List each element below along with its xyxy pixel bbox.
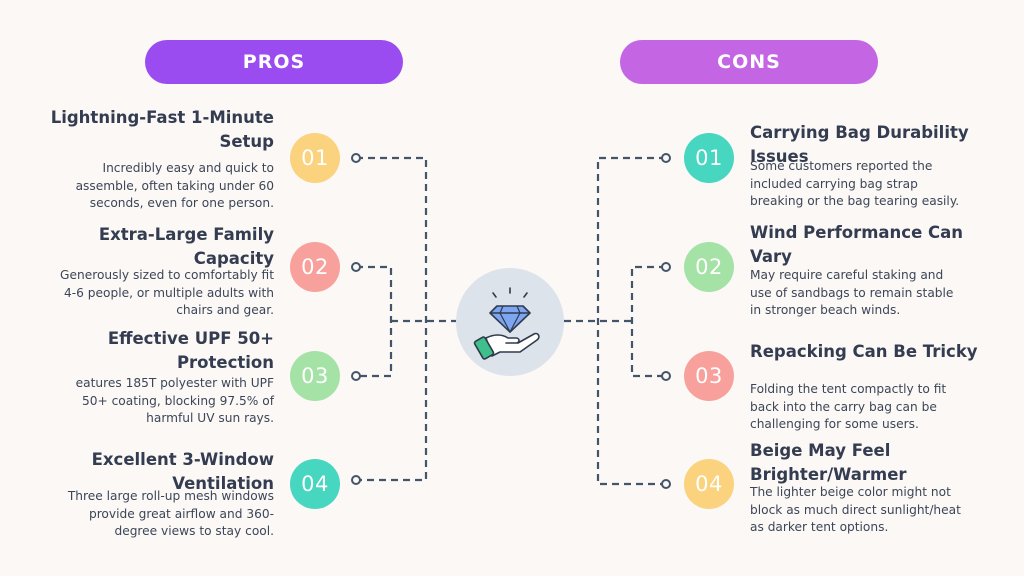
- pros-header: PROS: [145, 40, 403, 84]
- pro-desc: Generously sized to comfortably fit 4-6 …: [60, 268, 274, 317]
- pro-title: Excellent 3-Window Ventilation: [91, 450, 274, 493]
- pro-number-badge: 03: [290, 351, 340, 401]
- con-number-badge: 01: [684, 133, 734, 183]
- connector-con-02: [630, 265, 666, 378]
- con-number-badge: 02: [684, 242, 734, 292]
- con-number-badge: 04: [684, 459, 734, 509]
- con-title: Wind Performance Can Vary: [750, 223, 964, 266]
- connector-dot: [661, 262, 671, 272]
- pro-title: Lightning-Fast 1-Minute Setup: [50, 108, 274, 151]
- connector-pro-01: [356, 156, 428, 482]
- pro-number-badge: 01: [290, 133, 340, 183]
- connector-dot: [661, 479, 671, 489]
- diamond-in-hand-icon: [473, 287, 540, 360]
- pro-desc: Incredibly easy and quick to assemble, o…: [75, 161, 274, 210]
- connector-dot: [661, 371, 671, 381]
- con-desc: Folding the tent compactly to fit back i…: [750, 382, 947, 431]
- pro-desc: Three large roll-up mesh windows provide…: [67, 489, 274, 538]
- con-number-badge: 03: [684, 351, 734, 401]
- connector-con-01: [596, 156, 666, 486]
- connector-dot: [351, 153, 361, 163]
- con-title: Repacking Can Be Tricky: [750, 342, 978, 361]
- connector-dot: [661, 153, 671, 163]
- connector-dot: [351, 262, 361, 272]
- con-desc: May require careful staking and use of s…: [750, 268, 954, 317]
- connector-dot: [351, 371, 361, 381]
- con-title: Beige May Feel Brighter/Warmer: [750, 441, 907, 484]
- pro-number-badge: 04: [290, 459, 340, 509]
- pro-number-badge: 02: [290, 242, 340, 292]
- pro-desc: eatures 185T polyester with UPF 50+ coat…: [75, 376, 274, 425]
- con-desc: The lighter beige color might not block …: [750, 485, 961, 534]
- con-title: Carrying Bag Durability Issues: [750, 123, 969, 166]
- center-circle: [456, 268, 564, 376]
- connector-dot: [351, 475, 361, 485]
- connector-pro-02: [356, 265, 393, 378]
- pro-title: Effective UPF 50+ Protection: [107, 329, 274, 372]
- pro-title: Extra-Large Family Capacity: [98, 225, 274, 268]
- cons-header: CONS: [620, 40, 878, 84]
- con-desc: Some customers reported the included car…: [750, 159, 960, 208]
